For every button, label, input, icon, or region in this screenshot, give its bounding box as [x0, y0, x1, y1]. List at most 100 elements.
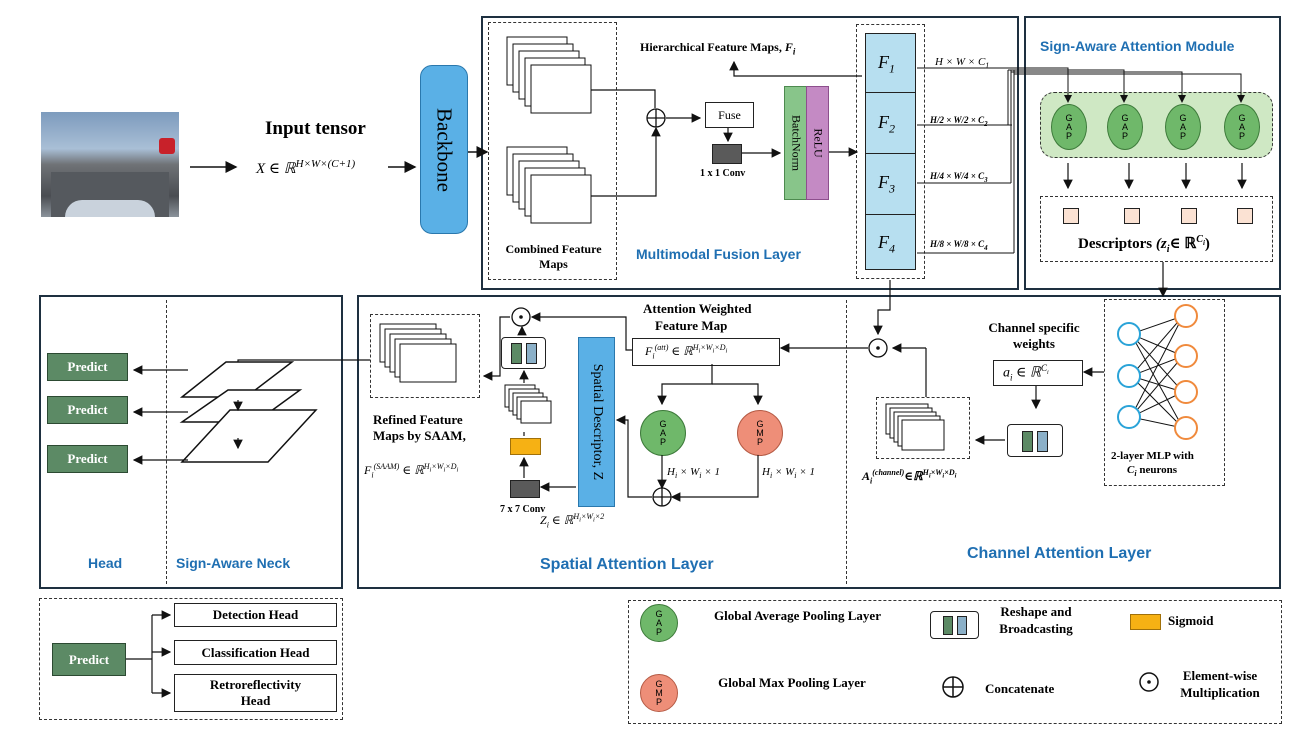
feature-stack-bottom	[506, 146, 592, 224]
att-title-1: Attention Weighted	[643, 301, 752, 316]
f2-sub: 2	[889, 121, 895, 136]
legend-mult-text: Element-wise Multiplication	[1180, 668, 1260, 700]
feature-map-f1	[865, 33, 916, 93]
legend-reshape-label: Reshape and Broadcasting	[986, 603, 1086, 637]
dim-f4: H/8 × W/8 × C4	[930, 239, 988, 252]
neck-plane-3	[180, 409, 318, 463]
dim-f1-sub: 1	[985, 61, 990, 71]
combined-feature-label-1: Combined Feature Maps	[496, 242, 611, 272]
backbone-block: Backbone	[420, 65, 468, 234]
mlp-output-neurons	[1174, 304, 1198, 440]
lg-c: P	[655, 626, 662, 637]
hierarchical-text: Hierarchical Feature Maps,	[640, 40, 785, 54]
input-formula: X ∈ ℝH×W×(C+1)	[256, 158, 355, 178]
ca-sup: (channel)	[872, 468, 905, 477]
classification-head-label: Classification Head	[201, 644, 310, 660]
gmp-dim-end: × 1	[796, 466, 815, 478]
retro-head-label-1: Retroreflectivity	[209, 677, 302, 692]
descriptor-square-2	[1124, 208, 1140, 224]
legend-gmp-label: Global Max Pooling Layer	[712, 674, 872, 691]
saam-out-sup: (SAAM)	[373, 462, 400, 471]
feature-stack-top	[506, 36, 592, 114]
mlp-label-1: 2-layer MLP with	[1111, 450, 1194, 462]
neck-predict-2-label: Predict	[67, 402, 108, 417]
cw-i: i	[1010, 372, 1013, 383]
feature-f4-label: F4	[878, 232, 895, 257]
descriptors-sub: i	[1166, 244, 1170, 255]
descriptors-tail: ∈ ℝ	[1169, 236, 1197, 252]
neck-predict-3-button[interactable]: Predict	[47, 445, 128, 473]
g4b: A	[1238, 121, 1245, 132]
att-sup: (att)	[654, 343, 669, 352]
head-neck-panel	[39, 295, 343, 589]
sigmoid-stack	[504, 384, 552, 424]
z-tail: ∈ ℝ	[548, 513, 574, 527]
hierarchical-sub: i	[792, 46, 796, 57]
feature-map-f3	[865, 153, 916, 215]
gmp-dim-i2: i	[794, 471, 797, 481]
fuse-box: Fuse	[705, 102, 754, 128]
sm-b: M	[756, 427, 764, 438]
gap-dim-w: × W	[677, 466, 700, 478]
input-image	[41, 112, 179, 217]
neck-predict-1-button[interactable]: Predict	[47, 353, 128, 381]
dim-f2: H/2 × W/2 × C2	[930, 115, 988, 128]
conv7x7-block	[510, 480, 540, 498]
reshape-bar-1	[511, 343, 522, 364]
g1c: P	[1065, 130, 1072, 141]
descriptors-box	[1040, 196, 1273, 262]
hierarchical-label: Hierarchical Feature Maps, Fi	[640, 40, 795, 56]
att-dims: Hi×Wi×Di	[692, 343, 728, 355]
z-sub: i	[546, 520, 549, 530]
legend-gap-text: Global Average Pooling Layer	[714, 608, 881, 623]
gmp-dim-i1: i	[769, 471, 773, 481]
neck-title: Sign-Aware Neck	[176, 555, 291, 571]
legend-gap-label: Global Average Pooling Layer	[710, 607, 885, 624]
att-formula-box	[632, 338, 780, 366]
z-letter: Z	[540, 513, 547, 527]
hierarchical-math: F	[784, 40, 793, 54]
heads-predict-button[interactable]: Predict	[52, 643, 126, 676]
mlp-box	[1104, 299, 1225, 486]
channel-attn-box	[876, 397, 970, 459]
saam-output-formula: Fi(SAAM) ∈ ℝHi×Wi×Di	[364, 462, 458, 479]
sm-c: P	[756, 436, 763, 447]
ca-dims: Hi×Wi×Di	[922, 468, 957, 480]
mlp-c: C	[1127, 464, 1135, 476]
att-title-2: Feature Map	[655, 318, 728, 333]
detection-head-label: Detection Head	[212, 607, 299, 622]
gap-dim-i2: i	[699, 471, 702, 481]
descriptors-label: Descriptors (zi∈ ℝCi)	[1078, 234, 1210, 255]
g2a: G	[1121, 112, 1129, 123]
input-tensor-title: Input tensor	[265, 118, 366, 139]
sg-b: A	[659, 427, 666, 438]
channel-weights-formula: ai ∈ ℝCi	[1003, 363, 1049, 382]
f3-letter: F	[878, 172, 889, 192]
fusion-title: Multimodal Fusion Layer	[636, 246, 801, 262]
f1-sub: 1	[889, 61, 895, 76]
f2-letter: F	[878, 112, 889, 132]
multiply-to-refined	[482, 316, 510, 381]
conv7x7-label: 7 x 7 Conv	[500, 504, 546, 515]
gmp-dim-label: Hi × Wi × 1	[762, 466, 815, 480]
reshape-block	[501, 337, 546, 369]
channel-attn-formula: Ai(channel)∈ℝHi×Wi×Di	[862, 468, 956, 485]
neck-predict-2-button[interactable]: Predict	[47, 396, 128, 424]
sm-a: G	[756, 418, 764, 429]
input-formula-main: X ∈ ℝ	[256, 161, 296, 177]
neck-predict-1-label: Predict	[67, 359, 108, 374]
saam-out-tail: ∈ ℝ	[399, 463, 424, 477]
lm-c: P	[655, 696, 662, 707]
saam-title: Sign-Aware Attention Module	[1040, 38, 1235, 54]
conv1x1-block	[712, 144, 742, 164]
spatial-descriptor-block: Spatial Descriptor, Z	[578, 337, 615, 507]
feature-f2-label: F2	[878, 112, 895, 137]
mlp-i: i	[1134, 469, 1137, 479]
legend-gmp-text: Global Max Pooling Layer	[718, 675, 866, 690]
combined-feature-maps-box	[488, 22, 617, 280]
